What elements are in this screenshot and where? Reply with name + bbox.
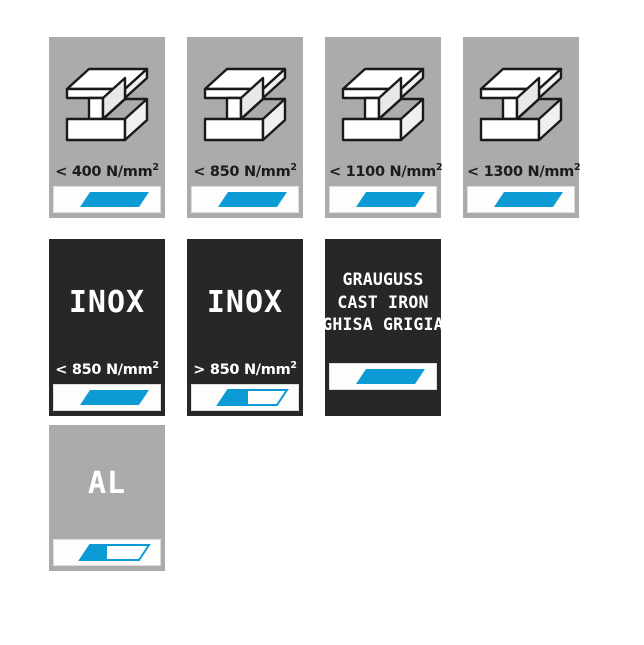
material-card-steel-1100[interactable]: < 1100 N/mm2 (325, 37, 443, 218)
capability-strip (329, 185, 437, 213)
aluminium-row: AL (49, 425, 165, 571)
capability-strip (53, 185, 161, 213)
card-body: INOX (191, 243, 299, 363)
capability-strip (329, 363, 437, 390)
card-body (53, 41, 161, 167)
title-block: GRAUGUSS CAST IRON GHISA GRIGIA (322, 269, 443, 337)
i-beam-icon (479, 67, 563, 142)
card-body (467, 41, 575, 167)
card-body (191, 41, 299, 167)
strength-caption: < 1300 N/mm2 (467, 162, 581, 180)
material-card-inox-above-850[interactable]: INOX > 850 N/mm2 (187, 239, 303, 416)
material-card-inox-below-850[interactable]: INOX < 850 N/mm2 (49, 239, 165, 416)
card-body: AL (53, 429, 161, 539)
material-card-steel-400[interactable]: < 400 N/mm2 (49, 37, 165, 218)
material-card-steel-1300[interactable]: < 1300 N/mm2 (463, 37, 581, 218)
material-title-it: GHISA GRIGIA (322, 315, 444, 335)
material-title-en: CAST IRON (337, 292, 429, 312)
i-beam-icon (341, 67, 425, 142)
structural-steel-row: < 400 N/mm2 (49, 37, 581, 218)
strength-caption: < 850 N/mm2 (55, 360, 159, 378)
material-card-cast-iron[interactable]: GRAUGUSS CAST IRON GHISA GRIGIA (322, 239, 444, 416)
material-title-de: GRAUGUSS (342, 270, 424, 290)
capability-indicator-full (494, 191, 563, 207)
i-beam-icon (65, 67, 149, 142)
stainless-and-cast-iron-row: INOX < 850 N/mm2 INOX > 850 N/mm2 (49, 239, 444, 416)
title-block: INOX (53, 288, 161, 318)
card-body (329, 41, 437, 167)
material-title: INOX (206, 285, 284, 320)
card-body: INOX (53, 243, 161, 363)
i-beam-icon (203, 67, 287, 142)
capability-indicator-full (80, 389, 149, 405)
strength-caption: < 400 N/mm2 (55, 162, 159, 180)
title-block: INOX (191, 288, 299, 318)
capability-indicator-full (356, 369, 425, 384)
capability-indicator-full (356, 191, 425, 207)
strength-caption: < 850 N/mm2 (193, 162, 297, 180)
capability-indicator-partial (78, 544, 151, 561)
capability-indicator-full (80, 191, 149, 207)
capability-strip (53, 539, 161, 566)
capability-strip (191, 383, 299, 411)
card-body: GRAUGUSS CAST IRON GHISA GRIGIA (322, 243, 443, 363)
capability-strip (467, 185, 575, 213)
title-block: AL (53, 469, 161, 499)
capability-indicator-full (218, 191, 287, 207)
material-title: INOX (68, 285, 146, 320)
capability-strip (191, 185, 299, 213)
capability-indicator-partial (216, 388, 289, 406)
material-title: AL (87, 466, 127, 501)
strength-caption: > 850 N/mm2 (193, 360, 297, 378)
material-card-aluminium[interactable]: AL (49, 425, 165, 571)
capability-strip (53, 383, 161, 411)
strength-caption: < 1100 N/mm2 (329, 162, 443, 180)
material-card-steel-850[interactable]: < 850 N/mm2 (187, 37, 303, 218)
